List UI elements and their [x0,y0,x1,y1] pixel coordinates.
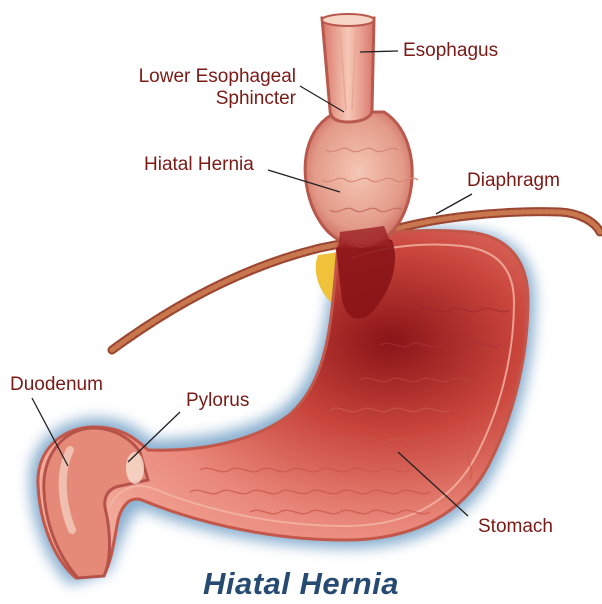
label-lower-esophageal-sphincter: Lower Esophageal Sphincter [96,66,296,110]
label-lower-esophageal-sphincter-line1: Lower Esophageal [96,66,296,88]
label-hiatal-hernia: Hiatal Hernia [144,154,254,176]
label-diaphragm: Diaphragm [467,170,560,192]
label-pylorus: Pylorus [186,390,249,412]
diagram-title: Hiatal Hernia [0,566,602,602]
esophagus-tube [322,14,374,122]
label-stomach: Stomach [478,516,553,538]
stomach-body [38,231,528,578]
label-lower-esophageal-sphincter-line2: Sphincter [96,88,296,110]
diaphragm-leader [436,194,472,214]
label-esophagus: Esophagus [403,40,498,62]
label-duodenum: Duodenum [10,374,103,396]
